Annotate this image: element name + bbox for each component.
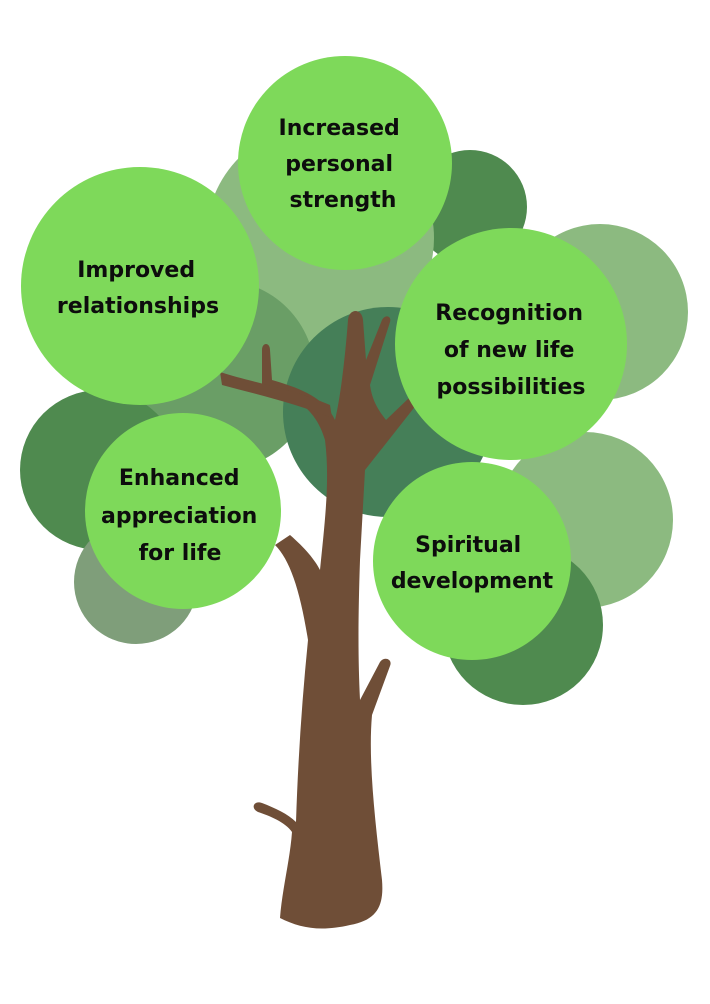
leaf-label: Improved relationships (57, 258, 219, 319)
leaf-enhanced-appreciation-for-life: Enhanced appreciation for life (85, 413, 281, 609)
branch-left (220, 372, 332, 418)
leaf-improved-relationships: Improved relationships (21, 167, 259, 405)
leaf-circle (238, 56, 452, 270)
leaf-circle (85, 413, 281, 609)
leaf-circle (395, 228, 627, 460)
tree-trunk (220, 311, 419, 929)
leaf-label: Enhanced appreciation for life (101, 466, 265, 566)
leaf-label: Spiritual development (391, 533, 554, 594)
leaf-recognition-of-new-life-possibilities: Recognition of new life possibilities (395, 228, 627, 460)
leaf-label: Increased personal strength (279, 116, 408, 213)
trunk-main (253, 311, 419, 929)
leaf-circle (373, 462, 571, 660)
leaf-circle (21, 167, 259, 405)
leaf-label: Recognition of new life possibilities (435, 301, 590, 400)
leaf-increased-personal-strength: Increased personal strength (238, 56, 452, 270)
leaf-spiritual-development: Spiritual development (373, 462, 571, 660)
